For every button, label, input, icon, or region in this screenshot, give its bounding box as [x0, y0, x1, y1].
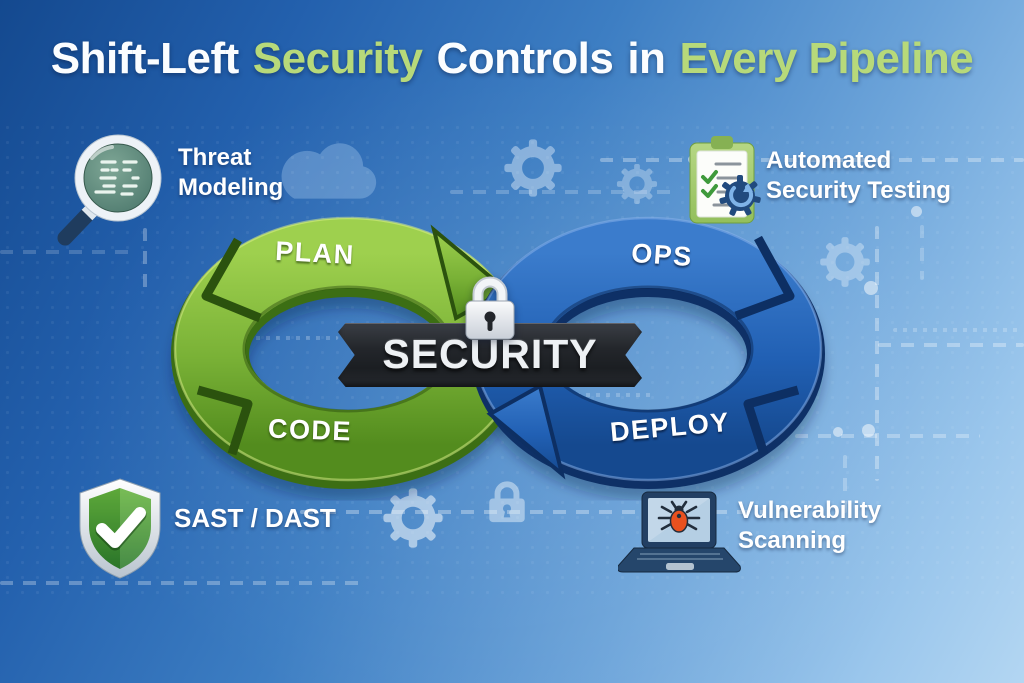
loop-label-plan: PLAN — [274, 235, 356, 271]
grid-node — [862, 424, 875, 437]
callout-line: Modeling — [178, 174, 284, 201]
grid-node — [833, 427, 843, 437]
blue-flow-chevron — [743, 385, 800, 456]
title-segment: Shift-Left — [50, 34, 240, 83]
dashed-connector — [600, 158, 1024, 162]
dot-trace — [893, 328, 1019, 332]
laptop-bug-icon — [618, 491, 741, 573]
dashed-connector — [875, 226, 879, 481]
callout-line: Scanning — [738, 527, 847, 554]
callout-automated-testing: Automated Security Testing — [766, 146, 951, 206]
callout-line: Vulnerability — [738, 497, 882, 524]
callout-line: Security Testing — [766, 177, 951, 204]
dashed-connector — [843, 455, 847, 513]
dashed-connector — [300, 510, 765, 514]
dashed-connector — [143, 228, 147, 290]
dot-trace — [246, 336, 338, 340]
grid-node — [911, 206, 922, 217]
padlock-icon — [465, 276, 515, 340]
dashed-connector — [450, 190, 680, 194]
blue-flow-chevron — [734, 235, 795, 321]
magnifier-code-icon — [57, 134, 162, 246]
title-segment: Security — [252, 34, 423, 83]
callout-line: Automated — [766, 147, 892, 174]
shield-check-icon — [79, 478, 161, 579]
title-segment: Controls — [436, 34, 614, 83]
green-flow-chevron — [201, 237, 262, 323]
clipboard-gear-icon — [689, 136, 761, 224]
dashed-connector — [0, 581, 368, 585]
callout-line: SAST / DAST — [174, 503, 336, 533]
dashed-connector — [795, 434, 980, 438]
dashed-connector — [0, 250, 130, 254]
callout-vulnerability-scanning: Vulnerability Scanning — [738, 496, 881, 556]
callout-line: Threat — [178, 144, 252, 171]
callout-threat-modeling: Threat Modeling — [178, 143, 283, 203]
dashed-connector — [878, 343, 1024, 347]
title-segment: in — [627, 34, 666, 83]
grid-node — [864, 281, 878, 295]
dot-trace — [556, 393, 652, 397]
title-segment: Every Pipeline — [679, 34, 974, 83]
loop-label-code: CODE — [267, 413, 353, 447]
green-flow-chevron — [196, 385, 253, 456]
callout-sast-dast: SAST / DAST — [174, 503, 336, 533]
blue-arrowhead — [486, 382, 566, 480]
dashed-connector — [920, 225, 924, 280]
